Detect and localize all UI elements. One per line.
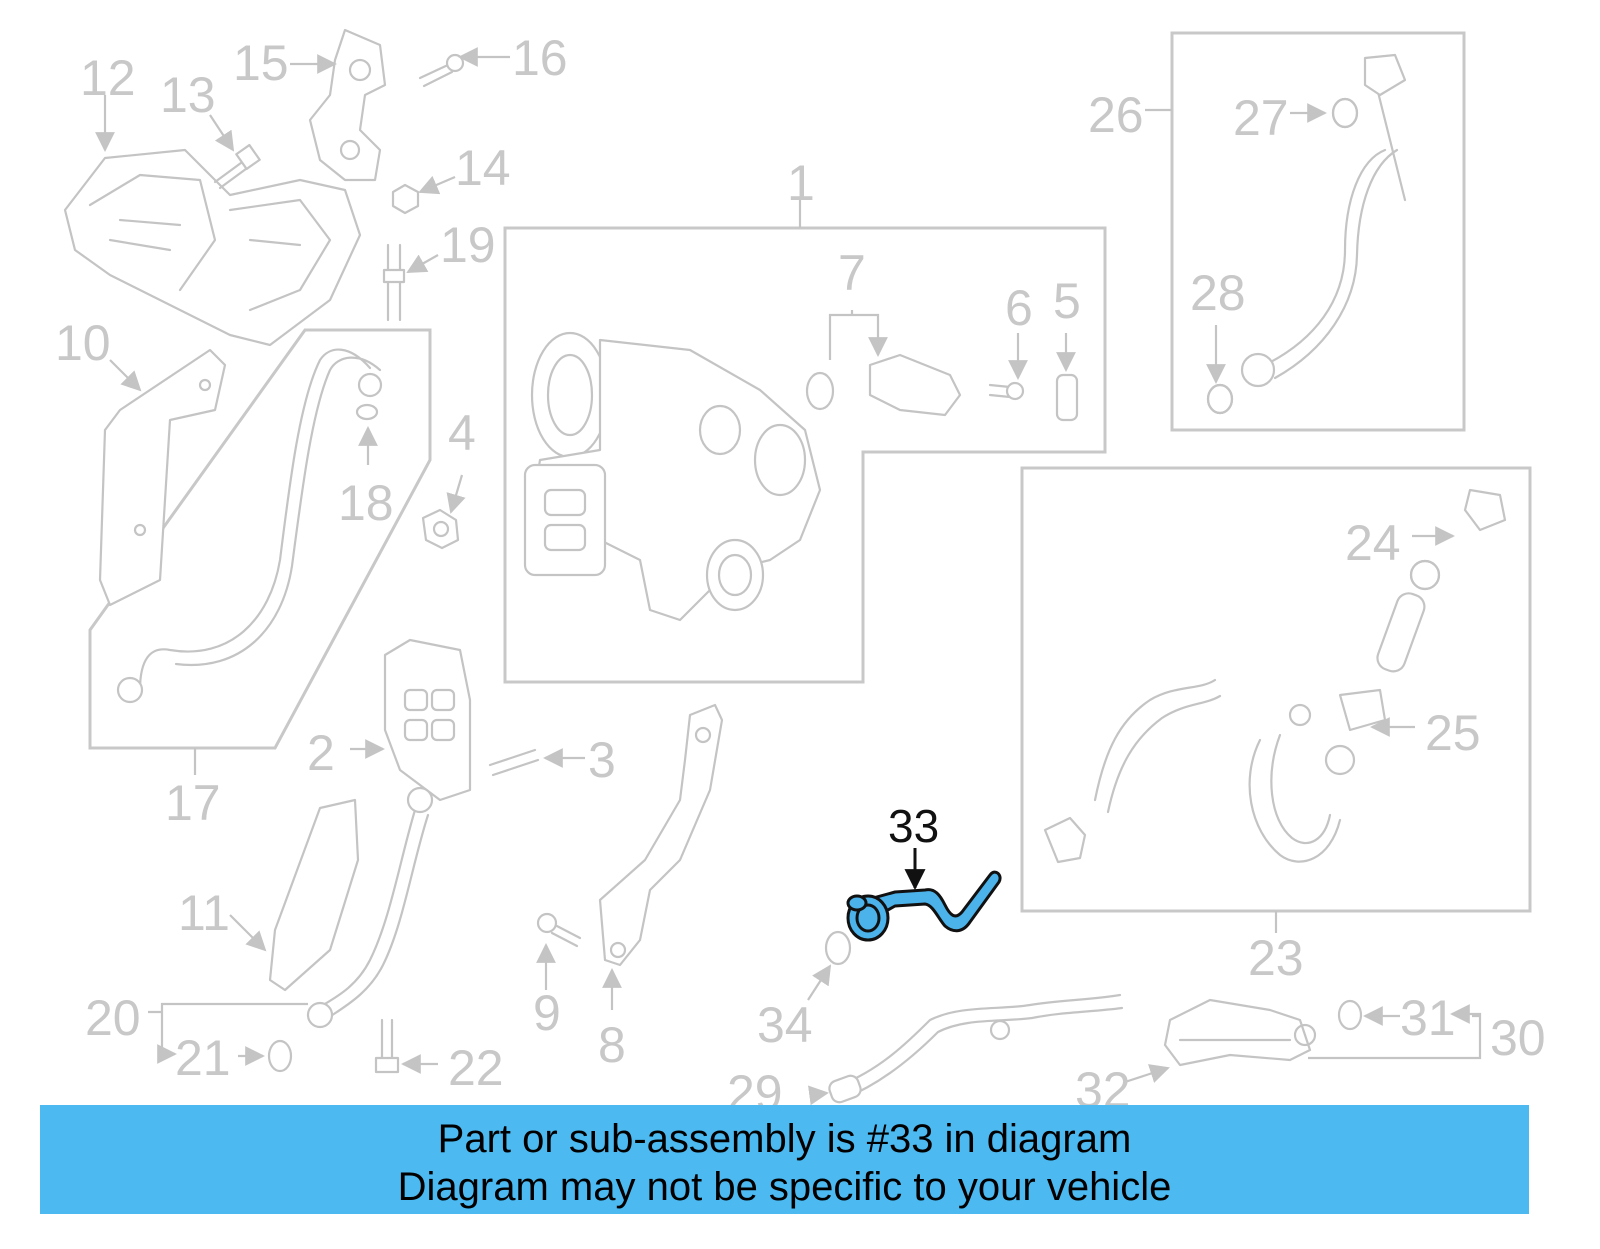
- turbocharger-part: [523, 331, 822, 622]
- clamp-24-part: [1409, 559, 1441, 591]
- callout-11: 11: [178, 885, 230, 941]
- callout-22: 22: [448, 1040, 504, 1096]
- callout-31: 31: [1400, 990, 1456, 1046]
- oil-line-17-part: [116, 348, 383, 704]
- callout-1: 1: [787, 155, 815, 211]
- callout-12: 12: [80, 50, 136, 106]
- group-box-23: [1020, 466, 1532, 913]
- callout-6: 6: [1005, 280, 1033, 336]
- callout-23: 23: [1248, 930, 1304, 986]
- callout-21: 21: [175, 1030, 231, 1086]
- leader-lines: [95, 47, 1482, 1106]
- callout-20: 20: [85, 990, 141, 1046]
- pipe-20-part: [306, 786, 434, 1029]
- callout-10: 10: [55, 315, 111, 371]
- bracket-8-part: [598, 703, 724, 967]
- washer-34-part: [824, 930, 852, 966]
- callout-15: 15: [233, 35, 289, 91]
- callout-26: 26: [1088, 87, 1144, 143]
- bolt-22-part: [374, 1018, 400, 1074]
- cover-32-part: [1163, 998, 1317, 1067]
- callout-24: 24: [1345, 515, 1401, 571]
- gasket-2-part: [383, 638, 472, 802]
- group-box-26: [1170, 31, 1466, 432]
- callout-18: 18: [338, 475, 394, 531]
- callout-16: 16: [512, 30, 568, 86]
- callout-28: 28: [1190, 265, 1246, 321]
- callout-13: 13: [160, 67, 216, 123]
- washer-21-part: [267, 1039, 293, 1073]
- callout-7: 7: [838, 245, 866, 301]
- plate-11-part: [268, 798, 360, 992]
- pipe-29-part: [828, 993, 1124, 1104]
- callout-27: 27: [1233, 90, 1289, 146]
- bolt-9-part: [536, 912, 582, 948]
- highlighted-hose-33-part: [846, 870, 1002, 942]
- callout-33: 33: [888, 800, 939, 852]
- callout-2: 2: [307, 725, 335, 781]
- callout-5: 5: [1053, 273, 1081, 329]
- callout-4: 4: [448, 405, 476, 461]
- callout-14: 14: [455, 140, 511, 196]
- group-box-1: [503, 226, 1107, 684]
- callout-8: 8: [598, 1017, 626, 1073]
- actuator-7-part: [805, 353, 962, 417]
- bolt-16-part: [418, 53, 465, 88]
- washer-28-part: [1206, 383, 1234, 415]
- stud-19-part: [382, 243, 406, 322]
- bracket-15-part: [308, 28, 387, 182]
- callout-34: 34: [757, 997, 813, 1053]
- callout-25: 25: [1425, 705, 1481, 761]
- callout-30: 30: [1490, 1010, 1546, 1066]
- callout-9: 9: [533, 985, 561, 1041]
- info-banner: Part or sub-assembly is #33 in diagram D…: [40, 1105, 1529, 1214]
- callout-19: 19: [440, 217, 496, 273]
- callout-numbers: 12 13 15 16 14 19 10 18 4 1 7 6 5 26 27 …: [55, 30, 1546, 1121]
- bolt-13-part: [213, 143, 261, 190]
- group-box-17: [88, 328, 432, 750]
- gasket-14-part: [391, 183, 420, 215]
- hoses-23-part: [1043, 488, 1507, 864]
- banner-line-2: Diagram may not be specific to your vehi…: [397, 1165, 1172, 1209]
- washer-27-part: [1331, 97, 1359, 129]
- stud-3-part: [488, 748, 540, 777]
- callout-17: 17: [165, 775, 221, 831]
- washer-18-part: [355, 403, 379, 421]
- banner-line-1: Part or sub-assembly is #33 in diagram: [437, 1117, 1132, 1161]
- bolt-6-part: [988, 381, 1025, 401]
- washer-31-part: [1337, 999, 1363, 1031]
- heat-shield-part: [63, 148, 362, 347]
- plug-5-part: [1055, 373, 1079, 422]
- callout-3: 3: [588, 732, 616, 788]
- nut-4-part: [421, 508, 460, 550]
- gasket-plate-10-part: [98, 348, 227, 607]
